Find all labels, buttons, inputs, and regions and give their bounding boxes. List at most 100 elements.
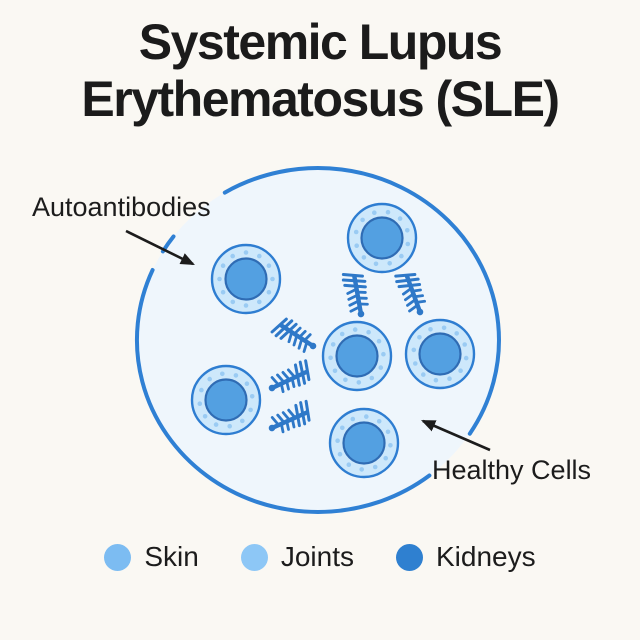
legend: Skin Joints Kidneys xyxy=(0,541,640,573)
cell-dot xyxy=(399,253,404,259)
cell-dot xyxy=(199,387,204,393)
cell-dot xyxy=(366,329,371,335)
page-title-line2: Erythematosus (SLE) xyxy=(81,71,560,127)
cell-dot xyxy=(213,422,219,427)
cell-dot xyxy=(244,381,250,386)
cell-dot xyxy=(397,216,403,221)
cell-dot xyxy=(207,376,212,382)
cell-dot xyxy=(454,331,459,336)
cell-dot xyxy=(385,209,391,215)
healthy-cell xyxy=(190,364,262,436)
healthy-cell xyxy=(210,243,282,315)
cell-dot xyxy=(356,380,362,385)
cell-dot xyxy=(257,299,262,305)
cell-dot xyxy=(441,325,447,331)
cell-dot xyxy=(369,375,375,381)
cell-dot xyxy=(339,331,345,337)
cell-dot xyxy=(332,368,338,374)
cell-dot xyxy=(413,361,418,366)
cell-dot xyxy=(230,299,236,305)
cell-dot xyxy=(433,377,439,383)
cell-dot xyxy=(249,394,255,399)
cell-dot xyxy=(220,371,225,377)
cell-dot xyxy=(217,276,222,282)
healthy-cell xyxy=(321,320,393,392)
cell-dot xyxy=(421,372,426,377)
cell-dot xyxy=(458,368,463,373)
cell-dot xyxy=(328,355,333,361)
cell-dot xyxy=(227,423,232,429)
legend-label: Skin xyxy=(144,541,199,572)
autoantibodies-label: Autoantibodies xyxy=(32,192,211,222)
cell-dot xyxy=(352,327,358,332)
cell-environment-outline xyxy=(134,166,501,514)
cell-dot xyxy=(350,416,356,422)
legend-label: Joints xyxy=(280,541,354,572)
healthy-cells-group xyxy=(190,202,476,479)
cell-dot xyxy=(230,253,235,259)
cell-dot xyxy=(385,429,391,435)
cell-dot xyxy=(257,253,262,259)
legend-swatch-joints xyxy=(240,543,268,571)
cell-dot xyxy=(381,351,386,357)
cell-dot xyxy=(343,377,348,383)
cell-dot xyxy=(411,347,417,353)
cell-dot xyxy=(266,263,272,268)
cell-dot xyxy=(240,418,245,424)
legend-item-skin: Skin xyxy=(104,541,199,573)
cell-dot xyxy=(335,438,340,443)
cell-nucleus xyxy=(418,332,462,376)
cell-dot xyxy=(243,303,249,308)
cell-dot xyxy=(354,243,359,248)
cell-nucleus xyxy=(204,378,248,422)
cell-dot xyxy=(330,342,336,347)
healthy-cells-arrow xyxy=(421,419,491,452)
cell-dot xyxy=(372,210,377,215)
page-title: Systemic Lupus Erythematosus (SLE) xyxy=(0,14,640,128)
healthy-cell xyxy=(346,202,418,274)
healthy-cells-label: Healthy Cells xyxy=(432,455,592,485)
cell-dot xyxy=(346,462,352,467)
cell-dot xyxy=(463,355,469,361)
cell-dot xyxy=(270,276,275,282)
cell-dot xyxy=(383,455,388,461)
cell-dot xyxy=(266,289,272,295)
cell-nucleus xyxy=(360,216,404,260)
cell-dot xyxy=(197,401,203,406)
cell-dot xyxy=(376,338,382,344)
cell-dot xyxy=(428,327,433,332)
legend-swatch-kidneys xyxy=(396,543,423,571)
legend-label: Kidneys xyxy=(436,541,536,572)
page-title-line1: Systemic Lupus xyxy=(138,14,503,70)
legend-item-joints: Joints xyxy=(240,541,354,573)
cell-dot xyxy=(405,228,410,233)
cell-dot xyxy=(202,414,208,419)
cell-dot xyxy=(447,376,452,381)
cell-dot xyxy=(233,373,239,378)
cell-dot xyxy=(387,261,392,266)
cell-dot xyxy=(220,263,226,268)
cell-nucleus xyxy=(224,257,268,301)
cell-dot xyxy=(361,255,367,260)
cell-dot xyxy=(243,250,249,255)
cell-dot xyxy=(353,229,359,235)
cell-dot xyxy=(340,425,345,431)
legend-swatch-skin xyxy=(104,543,132,571)
cell-dot xyxy=(337,451,343,457)
autoantibodies-arrow xyxy=(125,229,195,266)
legend-item-kidneys: Kidneys xyxy=(396,541,536,573)
cell-dot xyxy=(248,407,253,413)
cell-dot xyxy=(417,335,422,340)
cell-dot xyxy=(359,467,364,472)
cell-nucleus xyxy=(342,421,386,465)
cell-dot xyxy=(388,443,393,448)
cell-dot xyxy=(360,217,365,223)
cell-dot xyxy=(372,464,378,470)
cell-dot xyxy=(376,419,382,424)
cell-dot xyxy=(462,342,467,347)
cell-dot xyxy=(405,241,411,247)
healthy-cell xyxy=(328,407,400,479)
healthy-cell xyxy=(404,318,476,390)
cell-dot xyxy=(378,365,384,370)
